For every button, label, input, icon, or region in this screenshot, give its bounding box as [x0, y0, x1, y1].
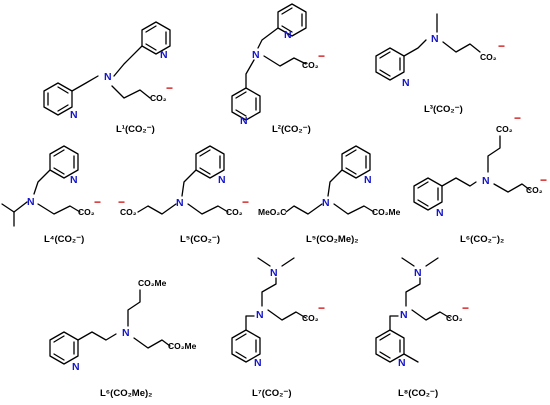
nitrogen-atom: N [122, 327, 130, 339]
structure-l5-carboxylate: N N − CO₂ CO₂ − L⁵(CO₂⁻) [118, 145, 249, 245]
ester-group: CO₂Me [168, 341, 197, 351]
nitrogen-atom: N [252, 49, 260, 61]
nitrogen-atom: N [160, 49, 168, 61]
ligand-label: L⁶(CO₂⁻)₂ [460, 234, 504, 245]
carboxylate-group: CO₂ [120, 207, 137, 217]
nitrogen-atom: N [414, 267, 422, 279]
charge-sign: − [166, 81, 173, 95]
nitrogen-atom: N [482, 175, 490, 187]
nitrogen-atom: N [70, 109, 78, 121]
nitrogen-atom: N [254, 357, 262, 369]
structure-l1: N N N CO₂ − L¹(CO₂⁻) [43, 21, 173, 135]
carboxylate-group: CO₂ [226, 207, 243, 217]
pyridine-ring [49, 331, 79, 365]
charge-sign: − [514, 111, 521, 125]
ester-group: CO₂Me [138, 278, 167, 288]
nitrogen-atom: N [322, 197, 330, 209]
nitrogen-atom: N [70, 174, 78, 186]
ligand-label: L⁴(CO₂⁻) [44, 234, 84, 245]
nitrogen-atom: N [27, 196, 35, 208]
pyridine-ring [413, 177, 443, 211]
carboxylate-group: CO₂ [302, 313, 319, 323]
ester-group: CO₂Me [372, 207, 401, 217]
nitrogen-atom: N [104, 71, 112, 83]
structure-l6-carboxylate: N N CO₂ − CO₂ − L⁶(CO₂⁻)₂ [413, 111, 547, 245]
carboxylate-group: CO₂ [446, 313, 463, 323]
carboxylate-group: CO₂ [78, 207, 95, 217]
charge-sign: − [318, 49, 325, 63]
nitrogen-atom: N [256, 309, 264, 321]
structure-l3: N N CO₂ − L³(CO₂⁻) [375, 13, 505, 115]
ligand-label: L⁵(CO₂Me)₂ [306, 234, 358, 245]
carboxylate-group: CO₂ [302, 60, 319, 70]
charge-sign: − [318, 301, 325, 315]
nitrogen-atom: N [436, 207, 444, 219]
nitrogen-atom: N [364, 174, 372, 186]
structure-l2: N N N CO₂ − L²(CO₂⁻) [231, 3, 325, 135]
charge-sign: − [242, 195, 249, 209]
nitrogen-atom: N [218, 174, 226, 186]
carboxylate-group: CO₂ [150, 93, 167, 103]
structure-l6-ester: N N CO₂Me CO₂Me L⁶(CO₂Me)₂ [49, 278, 197, 399]
structure-l4: N N CO₂ − L⁴(CO₂⁻) [1, 145, 101, 245]
ligand-label: L⁵(CO₂⁻) [180, 234, 220, 245]
structure-l5-ester: N N MeO₂C CO₂Me L⁵(CO₂Me)₂ [258, 145, 401, 245]
nitrogen-atom: N [270, 267, 278, 279]
nitrogen-atom: N [400, 309, 408, 321]
nitrogen-atom: N [240, 115, 248, 127]
ligand-label: L³(CO₂⁻) [424, 104, 463, 115]
nitrogen-atom: N [402, 77, 410, 89]
carboxylate-group: CO₂ [526, 185, 543, 195]
charge-sign: − [540, 173, 547, 187]
charge-sign: − [94, 195, 101, 209]
ligand-label: L⁸(CO₂⁻) [398, 388, 438, 399]
structure-l8: N N N CO₂ − L⁸(CO₂⁻) [375, 257, 469, 399]
ligand-label: L⁷(CO₂⁻) [252, 388, 292, 399]
carboxylate-group: CO₂ [496, 124, 513, 134]
charge-sign: − [462, 301, 469, 315]
ligand-label: L¹(CO₂⁻) [116, 124, 155, 135]
ester-group: MeO₂C [258, 207, 286, 217]
nitrogen-atom: N [398, 357, 406, 369]
ligand-label: L²(CO₂⁻) [272, 124, 311, 135]
nitrogen-atom: N [72, 361, 80, 373]
carboxylate-group: CO₂ [480, 52, 497, 62]
nitrogen-atom: N [431, 33, 439, 45]
charge-sign: − [118, 195, 125, 209]
structure-l7: N N N CO₂ − L⁷(CO₂⁻) [231, 257, 325, 399]
nitrogen-atom: N [176, 197, 184, 209]
charge-sign: − [498, 39, 505, 53]
ligand-label: L⁶(CO₂Me)₂ [100, 388, 152, 399]
pyridine-ring [375, 47, 405, 81]
nitrogen-atom: N [284, 29, 292, 41]
